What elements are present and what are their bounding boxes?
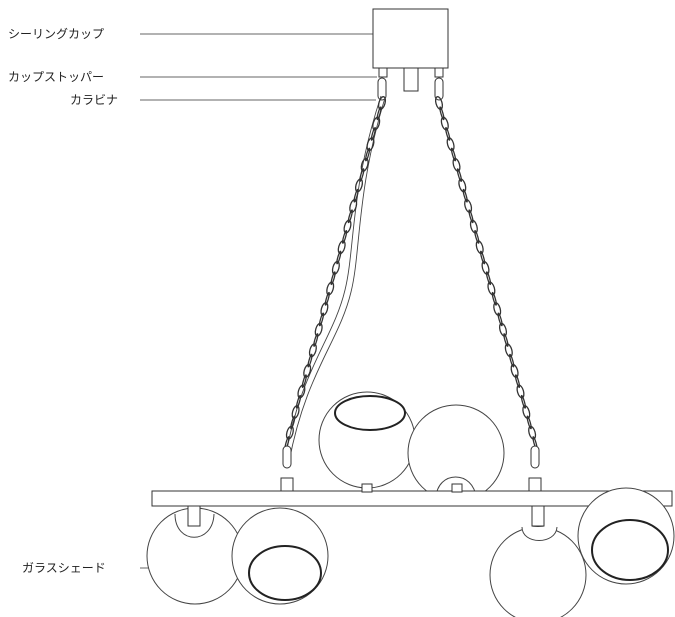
- chain-link: [376, 106, 382, 121]
- chain-link: [301, 374, 307, 389]
- chain-link: [290, 415, 296, 430]
- power-cord-left-inner: [288, 97, 386, 463]
- chain-link: [485, 271, 492, 286]
- chain-link: [475, 240, 484, 255]
- chain-link: [354, 178, 364, 193]
- chain-link: [440, 116, 449, 131]
- chain-link: [307, 353, 313, 368]
- carabiner-bottom-left: [282, 445, 292, 469]
- chain-link: [456, 168, 463, 183]
- chain-link: [360, 157, 369, 172]
- chain-right: [434, 96, 538, 450]
- chain-link: [364, 147, 371, 162]
- chain-link: [469, 219, 478, 234]
- chain-link: [318, 312, 325, 327]
- chain-link: [326, 281, 335, 296]
- chain-link: [359, 168, 365, 183]
- chain-link: [330, 271, 336, 286]
- cup-stopper: [403, 67, 419, 92]
- label-cup-stopper: カップストッパー: [8, 70, 104, 84]
- chain-link: [439, 106, 445, 121]
- chain-link: [526, 415, 532, 430]
- chain-link: [337, 240, 346, 255]
- chain-link: [498, 322, 508, 337]
- chain-link: [347, 209, 353, 224]
- chain-link: [303, 363, 312, 378]
- chain-link: [487, 281, 496, 296]
- chain-link: [336, 250, 342, 265]
- chain-link: [372, 116, 381, 131]
- hook-right: [434, 67, 444, 78]
- chain-link: [331, 260, 340, 275]
- glass-shade-front-right: [577, 487, 675, 585]
- chain-link: [528, 425, 537, 440]
- light-bar: [151, 490, 673, 507]
- glass-shade-front-center-left: [231, 507, 329, 605]
- chain-link: [320, 302, 329, 317]
- chain-link: [491, 291, 497, 306]
- chain-link: [370, 126, 377, 141]
- socket-back-right: [451, 483, 463, 493]
- ceiling-cup: [372, 8, 449, 69]
- chain-link: [520, 394, 527, 409]
- carabiner-top-right: [434, 77, 444, 101]
- chain-left: [284, 96, 387, 450]
- glass-shade-front-left: [146, 505, 244, 605]
- chain-link: [297, 384, 306, 399]
- chain-link: [474, 229, 480, 244]
- chain-link: [343, 219, 352, 234]
- chain-link: [285, 425, 294, 440]
- chain-link: [313, 333, 319, 347]
- carabiner-top-left: [377, 77, 387, 101]
- bar-hook-right: [528, 477, 542, 493]
- chain-link: [481, 260, 490, 275]
- label-ceiling-cup: シーリングカップ: [8, 27, 104, 41]
- chain-link: [353, 188, 359, 203]
- chain-link: [462, 188, 468, 203]
- carabiner-bottom-right: [530, 445, 540, 469]
- glass-shade-front-center-right: [489, 505, 587, 617]
- chain-link: [464, 199, 473, 213]
- glass-shade-back-left: [318, 391, 416, 489]
- chain-link: [510, 363, 519, 378]
- socket-back-left: [361, 483, 373, 493]
- chain-link: [445, 126, 451, 141]
- chain-link: [446, 137, 455, 152]
- chain-link: [450, 147, 457, 162]
- chain-link: [522, 405, 531, 420]
- chain-link: [516, 384, 525, 399]
- chain-link: [468, 209, 474, 224]
- chain-link: [349, 199, 358, 213]
- chain-link: [479, 250, 486, 265]
- bar-hook-left: [280, 477, 294, 493]
- chain-link: [366, 137, 375, 152]
- chain-link: [458, 178, 467, 193]
- chain-link: [497, 312, 503, 327]
- chain-link: [509, 353, 515, 368]
- label-carabiner: カラビナ: [70, 93, 118, 107]
- chain-link: [493, 302, 502, 317]
- hook-left: [378, 67, 388, 78]
- chain-link: [434, 96, 444, 110]
- chain-link: [341, 229, 348, 244]
- chain-link: [377, 96, 387, 110]
- chain-link: [324, 291, 330, 306]
- chain-link: [295, 394, 302, 409]
- chain-link: [314, 322, 323, 337]
- chain-link: [452, 157, 461, 172]
- chain-link: [503, 333, 509, 347]
- chain-link: [291, 405, 300, 420]
- label-glass-shade: ガラスシェード: [22, 561, 106, 575]
- chain-link: [308, 343, 317, 358]
- chain-link: [514, 374, 521, 389]
- chain-link: [504, 343, 513, 358]
